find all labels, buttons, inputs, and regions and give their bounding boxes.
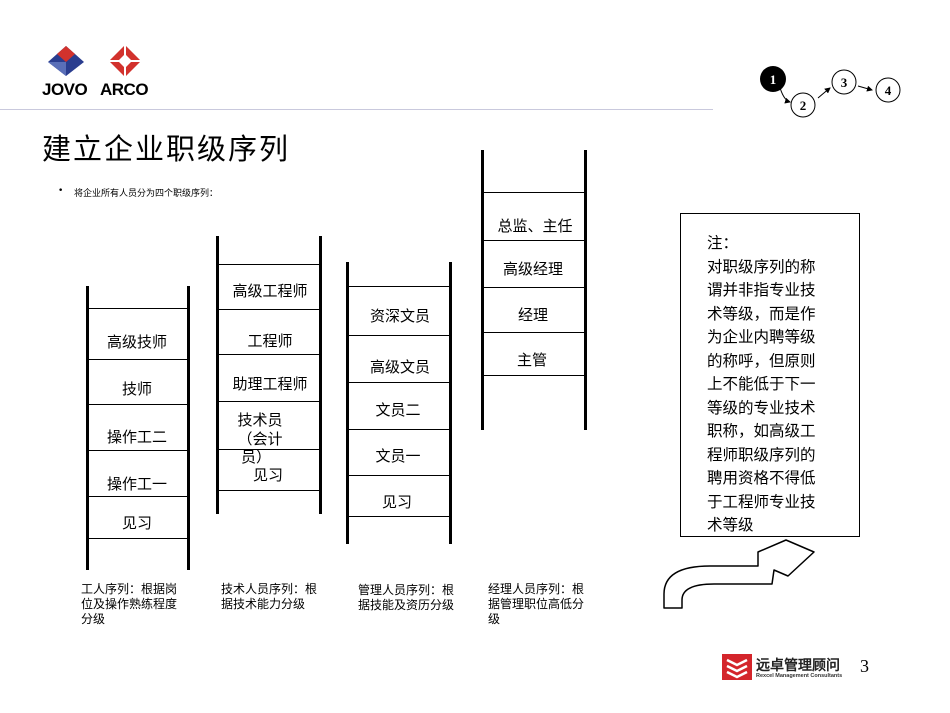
step-1[interactable]: 1: [760, 66, 786, 92]
manager-rank-1: 总监、主任: [497, 217, 573, 235]
curved-up-arrow-icon: [663, 539, 815, 609]
worker-rank-4: 操作工一: [106, 475, 167, 493]
worker-ladder: [86, 286, 192, 570]
manager-rank-2: 高级经理: [502, 260, 563, 278]
note-box: [680, 213, 860, 537]
admin-ladder: [346, 262, 454, 544]
tech-ladder: [216, 236, 324, 514]
manager-rank-4: 主管: [516, 351, 547, 369]
admin-rank-5: 见习: [381, 493, 412, 511]
tech-caption: 技术人员序列：根 据技术能力分级: [221, 582, 318, 611]
manager-ladder: [481, 150, 589, 430]
admin-caption: 管理人员序列：根 据技能及资历分级: [358, 583, 455, 612]
bullet-text: 将企业所有人员分为四个职级序列：: [74, 189, 219, 199]
jovo-emblem-icon: [48, 46, 84, 76]
tech-rank-4-note-end: 员）: [240, 448, 271, 466]
arco-emblem-icon: [109, 45, 141, 77]
admin-rank-4: 文员一: [375, 447, 421, 465]
bullet-marker: •: [58, 186, 64, 196]
arco-wordmark: ARCO: [100, 80, 149, 99]
step-3[interactable]: 3: [831, 69, 857, 95]
admin-rank-3: 文员二: [375, 401, 421, 419]
page-number: 3: [860, 656, 869, 676]
jovo-logo: JOVO: [42, 44, 92, 100]
worker-rank-5: 见习: [121, 514, 152, 532]
step-2[interactable]: 2: [790, 92, 816, 118]
svg-text:3: 3: [841, 75, 848, 90]
brand-name-en: Rexcel Management Consultants: [756, 673, 843, 679]
tech-rank-5: 见习: [252, 466, 283, 484]
worker-rank-3: 操作工二: [106, 428, 167, 446]
svg-text:2: 2: [800, 98, 807, 113]
admin-rank-2: 高级文员: [369, 358, 430, 376]
brand-name: 远卓管理顾问: [756, 658, 840, 674]
worker-rank-1: 高级技师: [106, 333, 167, 351]
step-4[interactable]: 4: [875, 77, 901, 103]
svg-text:1: 1: [770, 72, 777, 87]
admin-rank-1: 资深文员: [369, 307, 430, 325]
rexcel-logo-icon: [722, 654, 752, 680]
note-text: 注： 对职级序列的称 谓并非指专业技 术等级，而是作 为企业内聘等级 的称呼，但…: [707, 234, 816, 534]
tech-rank-1: 高级工程师: [232, 282, 308, 300]
arco-logo: ARCO: [100, 44, 154, 100]
manager-caption: 经理人员序列：根 据管理职位高低分 级: [488, 582, 585, 626]
manager-rank-3: 经理: [517, 306, 548, 324]
tech-rank-4-note: （会计: [237, 430, 283, 448]
svg-text:4: 4: [885, 83, 892, 98]
jovo-wordmark: JOVO: [42, 80, 88, 99]
tech-rank-4: 技术员: [237, 411, 283, 429]
header-divider: [0, 109, 713, 110]
step-navigator: 1 2 3 4: [760, 66, 901, 118]
tech-rank-2: 工程师: [247, 332, 293, 350]
worker-rank-2: 技师: [121, 380, 152, 398]
tech-rank-3: 助理工程师: [232, 375, 308, 393]
worker-caption: 工人序列：根据岗 位及操作熟练程度 分级: [81, 582, 178, 626]
page-title: 建立企业职级序列: [42, 132, 291, 166]
